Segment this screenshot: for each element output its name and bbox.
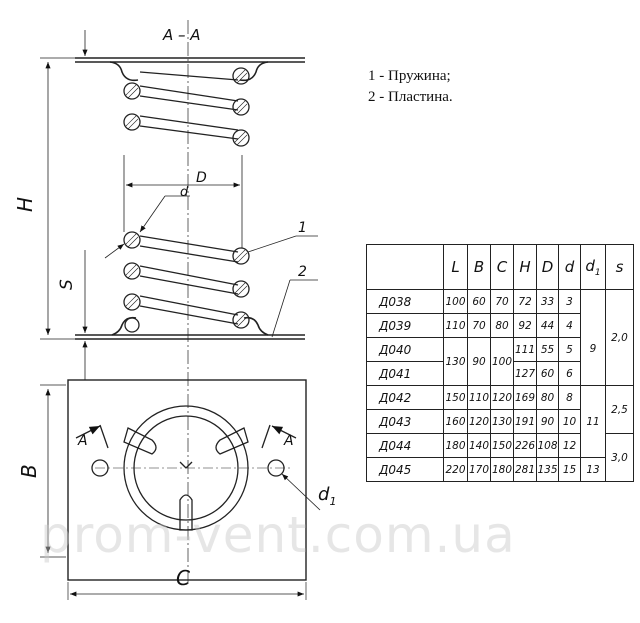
header-L: L — [443, 244, 468, 290]
cell-d1: 11 — [580, 385, 606, 458]
cell-model: Д042 — [366, 385, 444, 410]
cell-H: 72 — [513, 289, 537, 314]
cell-D: 135 — [536, 457, 559, 482]
table-row: Д041 127 60 6 — [366, 361, 634, 386]
cell-B: 90 — [467, 337, 491, 386]
dim-D-label: D — [196, 170, 207, 186]
cell-s: 2,5 — [605, 385, 634, 434]
dim-d-label: d — [180, 185, 189, 200]
legend-item-spring: 1 - Пружина; — [368, 68, 451, 84]
table-row: Д044 180 140 150 226 108 12 3,0 — [366, 433, 634, 482]
cell-C: 180 — [490, 457, 514, 482]
cell-L: 220 — [443, 457, 468, 482]
cell-s: 3,0 — [605, 433, 634, 482]
cell-d: 12 — [558, 433, 581, 458]
cell-C: 80 — [490, 313, 514, 338]
dimensions-table: L B C H D d d1 s Д038 100 60 70 72 33 3 … — [366, 244, 634, 482]
cell-B: 120 — [467, 409, 491, 434]
header-H: H — [513, 244, 537, 290]
table-header-row: L B C H D d d1 s — [366, 244, 634, 290]
cell-model: Д041 — [366, 361, 444, 386]
cell-model: Д043 — [366, 409, 444, 434]
header-d1: d1 — [580, 244, 606, 290]
cell-C: 130 — [490, 409, 514, 434]
cell-H: 169 — [513, 385, 537, 410]
cell-B: 70 — [467, 313, 491, 338]
cell-B: 110 — [467, 385, 491, 410]
header-s: s — [605, 244, 634, 290]
dim-d1-label: d1 — [318, 484, 336, 508]
dim-C-label: C — [176, 566, 190, 590]
cell-s: 2,0 — [605, 289, 634, 386]
cell-d: 3 — [558, 289, 581, 314]
cell-B: 170 — [467, 457, 491, 482]
dim-S-label: S — [57, 279, 77, 290]
section-title: A – A — [162, 26, 201, 44]
cell-L: 130 — [443, 337, 468, 386]
cell-D: 55 — [536, 337, 559, 362]
cell-D: 80 — [536, 385, 559, 410]
cell-D: 44 — [536, 313, 559, 338]
cell-model: Д045 — [366, 457, 444, 482]
header-model — [366, 244, 444, 290]
header-D: D — [536, 244, 559, 290]
table-row: Д039 110 70 80 92 44 4 9 — [366, 313, 634, 386]
cell-d1: 9 — [580, 313, 606, 386]
cell-H: 226 — [513, 433, 537, 458]
cell-d: 15 — [558, 457, 581, 482]
cell-C: 100 — [490, 337, 514, 386]
cell-C: 120 — [490, 385, 514, 410]
cell-model: Д040 — [366, 337, 444, 362]
cell-d1-empty — [580, 289, 606, 314]
cell-D: 33 — [536, 289, 559, 314]
table-row: Д038 100 60 70 72 33 3 2,0 — [366, 289, 634, 386]
cell-L: 180 — [443, 433, 468, 458]
cell-B: 60 — [467, 289, 491, 314]
cell-d1: 13 — [580, 457, 606, 482]
cell-D: 60 — [536, 361, 559, 386]
table-row: Д045 220 170 180 281 135 15 13 — [366, 457, 634, 482]
cell-H: 191 — [513, 409, 537, 434]
header-B: B — [467, 244, 491, 290]
cell-D: 90 — [536, 409, 559, 434]
cell-d: 10 — [558, 409, 581, 434]
cell-L: 150 — [443, 385, 468, 410]
cell-D: 108 — [536, 433, 559, 458]
legend-item-plate: 2 - Пластина. — [368, 89, 453, 105]
cell-L: 110 — [443, 313, 468, 338]
cell-C: 70 — [490, 289, 514, 314]
cell-d: 8 — [558, 385, 581, 410]
header-C: C — [490, 244, 514, 290]
cell-H: 127 — [513, 361, 537, 386]
cell-model: Д039 — [366, 313, 444, 338]
legend: 1 - Пружина; 2 - Пластина. — [368, 66, 453, 108]
cut-right-label: A — [283, 433, 294, 449]
cell-d: 4 — [558, 313, 581, 338]
cut-left-label: A — [77, 433, 88, 449]
cell-L: 100 — [443, 289, 468, 314]
cell-model: Д044 — [366, 433, 444, 458]
table-row: Д042 150 110 120 169 80 8 11 2,5 — [366, 385, 634, 458]
callout-1: 1 — [298, 220, 307, 236]
header-d: d — [558, 244, 581, 290]
dim-B-label: B — [17, 464, 41, 478]
cell-H: 92 — [513, 313, 537, 338]
cell-model: Д038 — [366, 289, 444, 314]
cell-d: 6 — [558, 361, 581, 386]
dim-H-label: H — [13, 197, 37, 212]
cell-B: 140 — [467, 433, 491, 458]
cell-d: 5 — [558, 337, 581, 362]
cell-L: 160 — [443, 409, 468, 434]
cell-H: 281 — [513, 457, 537, 482]
callout-2: 2 — [298, 264, 307, 280]
table-row: Д040 130 90 100 111 55 5 — [366, 337, 634, 386]
cell-C: 150 — [490, 433, 514, 458]
cell-H: 111 — [513, 337, 537, 362]
